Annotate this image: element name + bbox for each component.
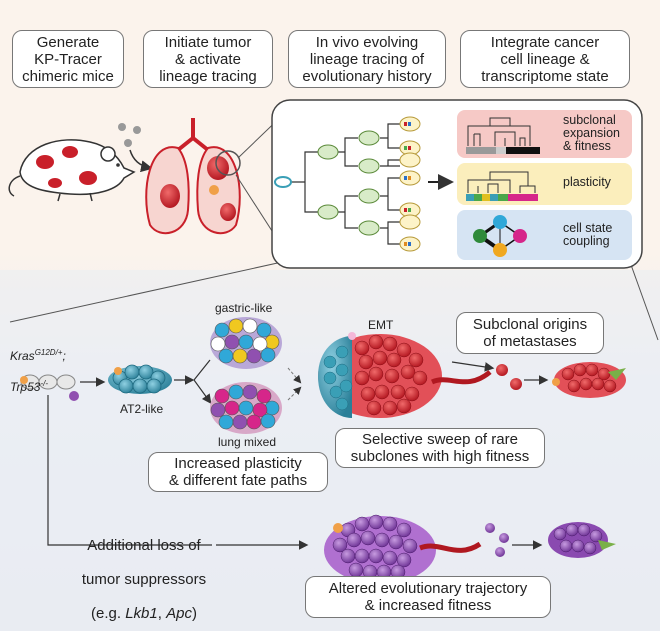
- altered-trajectory-box: Altered evolutionary trajectory & increa…: [305, 576, 551, 618]
- genotype-label: KrasG12D/+; Trp53-/-: [10, 332, 66, 394]
- gene2-sup: -/-: [40, 379, 49, 388]
- step-lineage-tracing: In vivo evolving lineage tracing of evol…: [288, 30, 446, 88]
- gene1: Kras: [10, 349, 35, 363]
- emt-label: EMT: [368, 318, 394, 332]
- initial-cells: [20, 374, 79, 401]
- loss-line3-prefix: (e.g.: [91, 605, 126, 622]
- plasticity-box: Increased plasticity & different fate pa…: [148, 452, 328, 492]
- gene-lkb1: Lkb1: [125, 605, 158, 622]
- lung-mixed-label: lung mixed: [218, 435, 277, 449]
- lineage-tree: [290, 123, 400, 245]
- at2-label: AT2-like: [120, 402, 164, 416]
- step-initiate-tumor: Initiate tumor & activate lineage tracin…: [143, 30, 273, 88]
- at2-cluster: [108, 364, 172, 394]
- lung-mixed-cluster: [210, 382, 282, 434]
- loss-line1: Additional loss of: [87, 537, 201, 554]
- loss-sep: ,: [157, 605, 167, 622]
- selective-sweep-box: Selective sweep of rare subclones with h…: [335, 428, 545, 468]
- plasticity-label: plasticity: [563, 175, 611, 189]
- subclonal-label: subclonal expansion & fitness: [563, 113, 620, 153]
- gene-apc: Apc: [166, 605, 192, 622]
- lung-illustration: [145, 118, 241, 235]
- step-integrate: Integrate cancer cell lineage & transcri…: [460, 30, 630, 88]
- additional-loss-text: Additional loss of tumor suppressors (e.…: [44, 520, 244, 622]
- loss-line2: tumor suppressors: [81, 571, 207, 588]
- loss-line3-suffix: ): [191, 605, 197, 622]
- gene1-suffix: ;: [62, 349, 66, 363]
- metastasis-cluster: [552, 362, 626, 398]
- purple-metastasis: [548, 522, 616, 558]
- subclonal-origins-box: Subclonal origins of metastases: [456, 312, 604, 354]
- coupling-label: cell state coupling: [563, 221, 613, 248]
- gastric-cluster: [210, 317, 282, 369]
- gene2: Trp53: [10, 380, 41, 394]
- step-generate-mice: Generate KP-Tracer chimeric mice: [12, 30, 124, 88]
- gastric-label: gastric-like: [215, 301, 273, 315]
- emt-tumor: [318, 332, 492, 418]
- purple-tumor: [324, 514, 482, 584]
- lineage-cells: [274, 116, 421, 252]
- mouse-illustration: [8, 139, 136, 202]
- gene1-sup: G12D/+: [34, 348, 63, 357]
- virus-icons: [118, 123, 141, 147]
- panel-subclonal-bg: [457, 110, 632, 158]
